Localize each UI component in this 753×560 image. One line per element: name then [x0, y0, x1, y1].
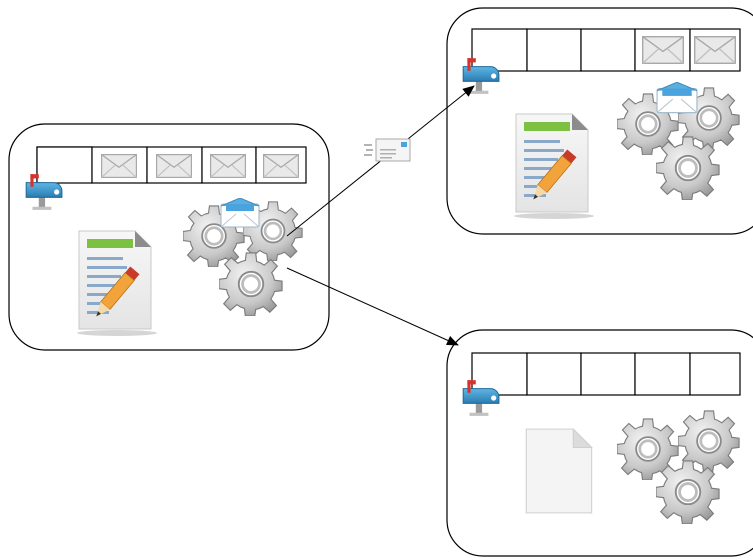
node-left-boundary: [8, 123, 330, 351]
queued-message-icon: [693, 36, 737, 64]
node-top-right: [446, 7, 753, 235]
edges: [286, 85, 475, 346]
node-top-right-queue: [471, 28, 741, 72]
queue-slot: [526, 352, 582, 396]
queue-slot: [580, 352, 636, 396]
edge-left-to-bottom-right: [286, 267, 459, 346]
queued-message-icon: [155, 154, 193, 178]
queue-slot: [580, 28, 636, 72]
message-in-transit-icon: [364, 138, 411, 162]
queued-message-icon: [641, 36, 685, 64]
node-left-queue: [36, 146, 307, 184]
node-bottom-right-queue: [471, 352, 741, 396]
document-blank-icon: [525, 428, 593, 514]
queued-message-icon: [262, 154, 300, 178]
queue-slot: [471, 28, 528, 72]
document-edit-icon: [76, 230, 158, 337]
node-bottom-right-boundary: [446, 329, 753, 557]
queue-slot: [634, 352, 691, 396]
queue-slot: [526, 28, 582, 72]
node-left: [8, 123, 330, 351]
queue-slot: [471, 352, 528, 396]
gears-icon: [617, 410, 740, 524]
processing-mail-icon: [656, 82, 698, 114]
queue-slot: [36, 146, 93, 184]
processing-mail-icon: [220, 198, 260, 228]
document-edit-icon: [513, 113, 595, 220]
queued-message-icon: [100, 154, 138, 178]
node-bottom-right: [446, 329, 753, 557]
queue-slot: [689, 352, 741, 396]
node-top-right-boundary: [446, 7, 753, 235]
queued-message-icon: [209, 154, 247, 178]
